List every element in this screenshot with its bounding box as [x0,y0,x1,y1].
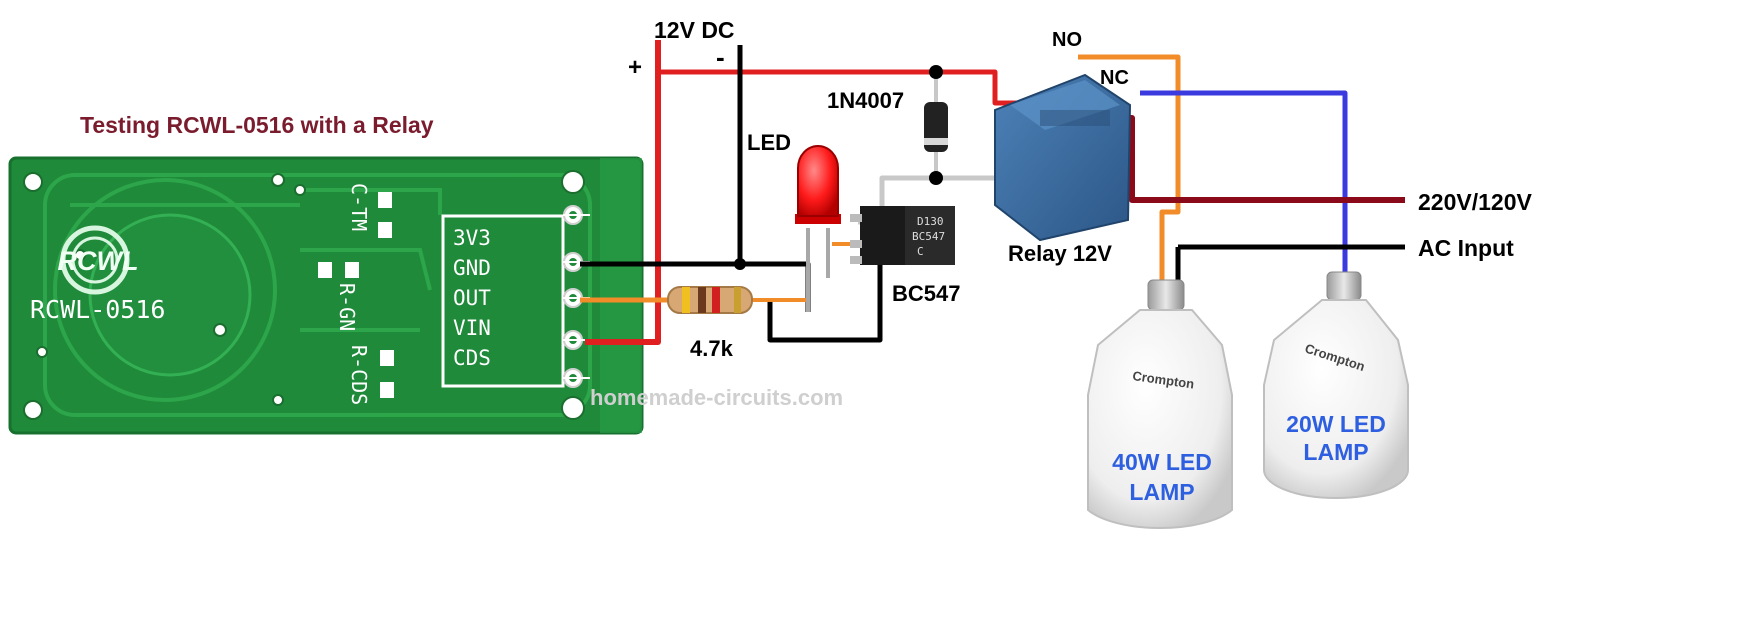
pad-r-gn: R-GN [318,262,359,331]
rcwl-logo: RCWL [58,225,139,295]
relay-no-label: NO [1052,29,1082,51]
wire-relay-nc [1140,90,1348,272]
pcb-edge-strip [600,158,642,433]
relay [994,73,1132,242]
transistor-marking-3: C [917,245,924,258]
wire-ground-emitter [767,262,883,343]
svg-text:R-GN: R-GN [335,283,359,331]
pin-label-out: OUT [453,286,491,310]
wire-positive-12v [585,40,661,345]
lamp-20w-label-2: LAMP [1303,439,1368,465]
led-label: LED [747,130,791,155]
diode-label: 1N4007 [827,88,904,113]
logo-text: RCWL [58,246,139,276]
module-name: RCWL-0516 [30,295,165,324]
resistor-label: 4.7k [690,336,734,361]
pin-label-vin: VIN [453,316,491,340]
supply-label: 12V DC [654,17,735,43]
diode [924,102,948,152]
lamp-40w: Crompton 40W LED LAMP [1087,279,1233,530]
transistor-marking-1: D130 [917,215,944,228]
lamp-40w-label-1: 40W LED [1112,449,1212,475]
antenna-pad [88,213,252,377]
ac-input-label: AC Input [1418,235,1514,261]
watermark: homemade-circuits.com [590,385,843,410]
pad-c-tm: C-TM [347,183,392,238]
rcwl-0516-module: RCWL RCWL-0516 C-TM R-GN R-CDS 3V3 GND O… [8,156,644,435]
ac-voltage-label: 220V/120V [1418,189,1532,215]
transistor: D130 BC547 C [850,206,955,265]
lamp-20w-label-1: 20W LED [1286,411,1386,437]
relay-label: Relay 12V [1008,241,1112,266]
pin-label-cds: CDS [453,346,491,370]
led [795,145,841,312]
supply-minus: - [716,42,725,72]
wire-relay-no [1078,54,1181,280]
wire-positive-rail [658,69,1025,106]
lamp-40w-label-2: LAMP [1129,479,1194,505]
lamp-20w: Crompton 20W LED LAMP [1263,271,1409,499]
diagram-title: Testing RCWL-0516 with a Relay [80,112,434,138]
pin-label-gnd: GND [453,256,491,280]
transistor-marking-2: BC547 [912,230,945,243]
mounting-holes [23,170,585,420]
svg-text:R-CDS: R-CDS [347,345,371,405]
resistor [667,286,753,314]
svg-text:C-TM: C-TM [347,183,371,231]
pad-r-cds: R-CDS [347,345,394,405]
transistor-label: BC547 [892,281,960,306]
relay-nc-label: NC [1100,67,1129,89]
pcb-traces [43,173,592,417]
pin-label-3v3: 3V3 [453,226,491,250]
supply-plus: + [628,54,642,81]
junction-dots [734,65,943,270]
